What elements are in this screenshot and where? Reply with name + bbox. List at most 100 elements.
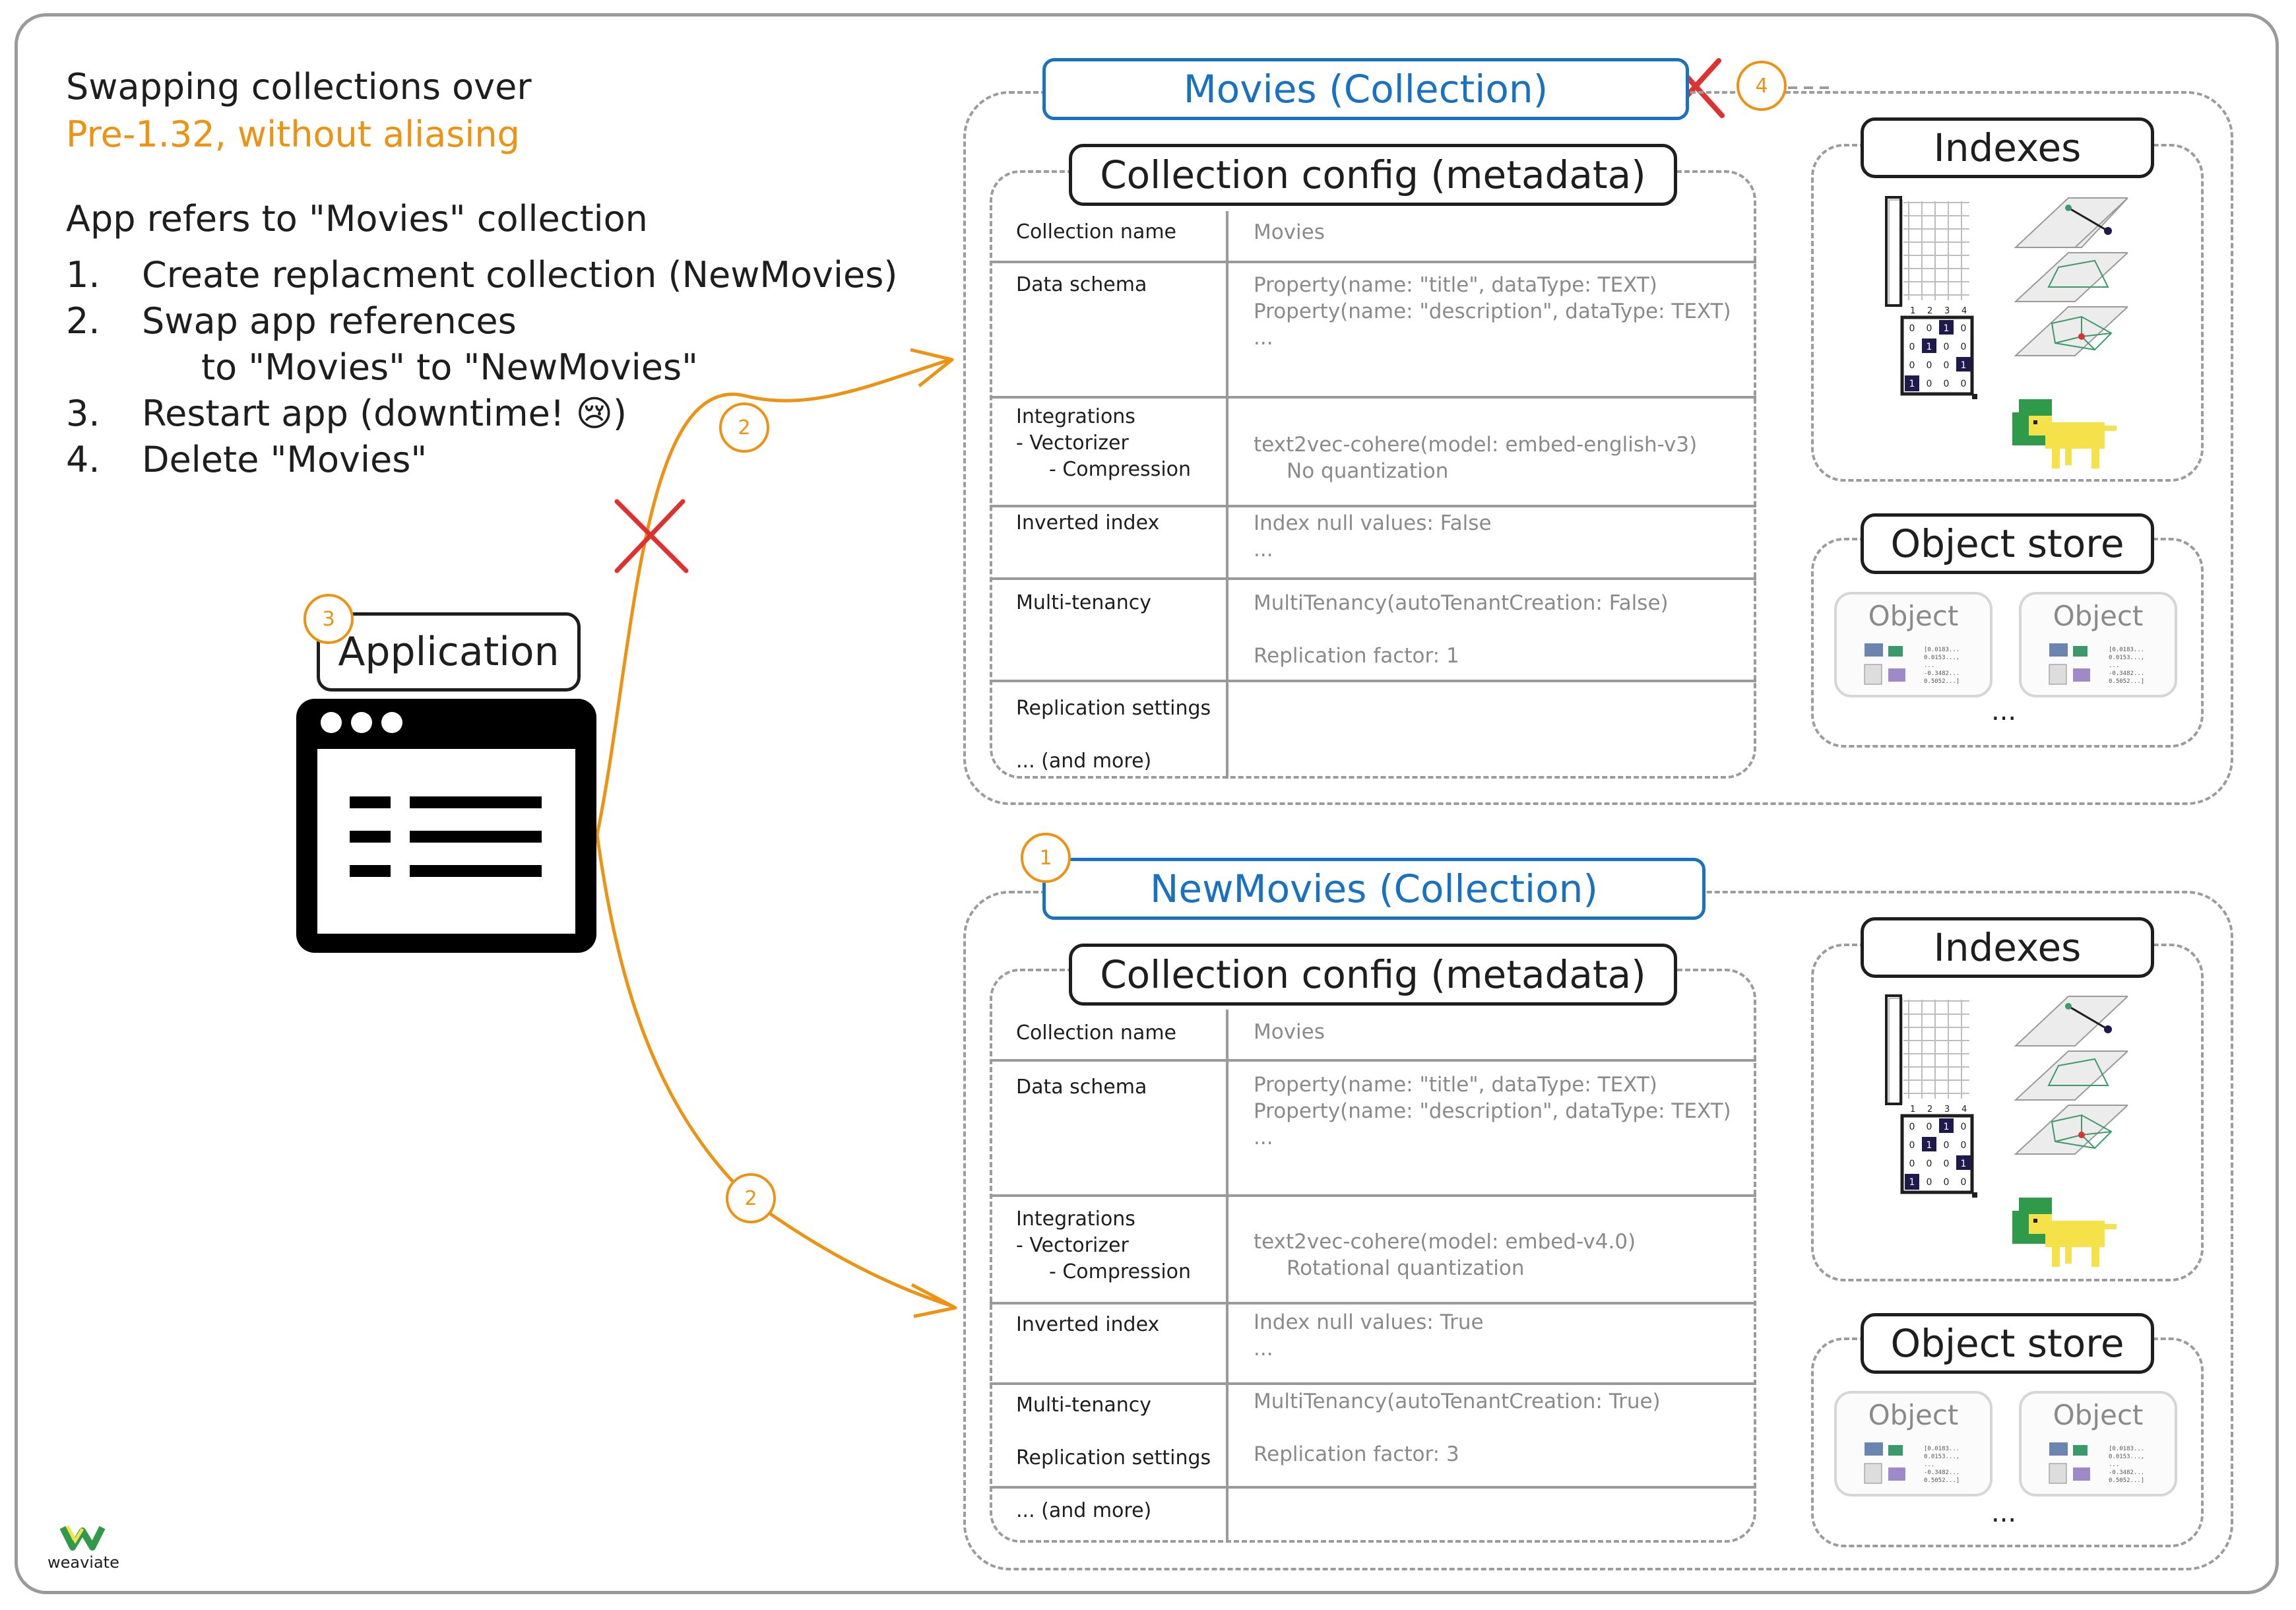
- object-title: Object: [1868, 1399, 1959, 1431]
- data-schema-value: Property(name: "title", dataType: TEXT) …: [1254, 1073, 1731, 1149]
- step-1-text: Create replacment collection (NewMovies): [142, 254, 898, 296]
- object-content-icon: [0.0183...0.0153...,...-0.3482...0.5052.…: [1864, 1442, 1960, 1484]
- collection-name-label: Collection name: [1016, 1021, 1177, 1045]
- matrix-header-1: 1: [1910, 306, 1915, 316]
- svg-text:0: 0: [1961, 342, 1967, 352]
- svg-text:0.0153...,: 0.0153...,: [1924, 1454, 1960, 1460]
- vectorizer-label: - Vectorizer: [1016, 1234, 1129, 1257]
- compression-value: No quantization: [1287, 459, 1449, 483]
- svg-text:-0.3482...: -0.3482...: [2109, 1469, 2144, 1476]
- vectorizer-value: text2vec-cohere(model: embed-v4.0): [1254, 1230, 1636, 1254]
- object-title: Object: [2053, 600, 2144, 632]
- svg-text:1: 1: [1961, 360, 1967, 371]
- newmovies-object-store-title: Object store: [1861, 1313, 2154, 1374]
- svg-text:0: 0: [1909, 342, 1915, 352]
- step-4-text: Delete "Movies": [142, 439, 428, 480]
- multi-tenancy-label: Multi-tenancy: [1016, 1394, 1152, 1417]
- svg-text:0: 0: [1927, 1177, 1932, 1188]
- movies-object-store-title: Object store: [1861, 513, 2154, 574]
- index-graphic-icon: 1 2 3 4 0 0 1 0 0 1 0 0 0 0 0 1 1 0 0 0: [1885, 994, 2130, 1198]
- lion-mascot-icon: [2012, 1198, 2117, 1267]
- collection-name-label: Collection name: [1016, 220, 1177, 243]
- svg-text:0: 0: [1961, 1140, 1967, 1151]
- intro-subtitle: Pre-1.32, without aliasing: [66, 113, 520, 155]
- inverted-index-value: Index null values: True ...: [1254, 1310, 1484, 1361]
- svg-text:0.5052...]: 0.5052...]: [1924, 1477, 1960, 1484]
- svg-text:0: 0: [1961, 379, 1967, 389]
- svg-text:...: ...: [2109, 662, 2119, 669]
- diagram-frame: [15, 13, 2279, 1594]
- svg-text:0: 0: [1927, 379, 1932, 389]
- svg-text:3: 3: [1944, 1105, 1950, 1114]
- more-objects-ellipsis: ...: [1991, 1498, 2017, 1528]
- data-schema-label: Data schema: [1016, 273, 1147, 296]
- svg-text:0.5052...]: 0.5052...]: [1924, 678, 1960, 685]
- svg-text:0.5052...]: 0.5052...]: [2109, 1477, 2144, 1484]
- matrix-header-3: 3: [1944, 306, 1950, 316]
- svg-text:-0.3482...: -0.3482...: [2109, 670, 2144, 677]
- vectorizer-label: - Vectorizer: [1016, 432, 1129, 455]
- and-more-label: ... (and more): [1016, 1499, 1152, 1522]
- newmovies-config-title: Collection config (metadata): [1069, 944, 1677, 1006]
- step-2-text-cont: to "Movies" to "NewMovies": [201, 346, 698, 388]
- svg-text:...: ...: [2109, 1462, 2119, 1468]
- badge-1: 1: [1021, 833, 1071, 883]
- step-3-number: 3.: [66, 393, 100, 434]
- svg-text:0: 0: [1909, 323, 1915, 334]
- application-window-icon: [296, 699, 596, 953]
- more-objects-ellipsis: ...: [1991, 696, 2017, 726]
- newmovies-collection-title: NewMovies (Collection): [1042, 858, 1706, 920]
- badge-2-bottom: 2: [726, 1173, 776, 1223]
- object-card: Object [0.0183...0.0153...,...-0.3482...…: [2019, 1391, 2177, 1497]
- arrow-head-bottom: [910, 1283, 957, 1318]
- svg-text:1: 1: [1910, 1105, 1915, 1114]
- svg-text:0: 0: [1909, 1159, 1915, 1169]
- matrix-cells: [1905, 320, 1971, 391]
- svg-text:0: 0: [1944, 1159, 1950, 1169]
- replication-settings-label: Replication settings: [1016, 1446, 1211, 1469]
- svg-text:0: 0: [1961, 323, 1967, 334]
- object-title: Object: [1868, 600, 1959, 632]
- svg-text:-0.3482...: -0.3482...: [1924, 670, 1960, 677]
- multi-tenancy-label: Multi-tenancy: [1016, 591, 1152, 614]
- lion-mascot-icon: [2012, 399, 2117, 468]
- svg-text:0.0153...,: 0.0153...,: [2109, 655, 2144, 661]
- object-content-icon: [0.0183...0.0153...,...-0.3482...0.5052.…: [2049, 1442, 2144, 1484]
- svg-text:...: ...: [1924, 662, 1934, 669]
- step-4-number: 4.: [66, 439, 100, 480]
- svg-text:[0.0183...: [0.0183...: [1924, 647, 1960, 653]
- svg-text:4: 4: [1961, 1105, 1967, 1114]
- inverted-index-value: Index null values: False ...: [1254, 511, 1492, 562]
- svg-text:0: 0: [1944, 342, 1950, 352]
- arrow-to-newmovies: [595, 834, 954, 1308]
- replication-factor-value: Replication factor: 1: [1254, 644, 1459, 668]
- object-card: Object [0.0183...0.0153...,...-0.3482...…: [1834, 592, 1993, 697]
- svg-text:0: 0: [1944, 379, 1950, 389]
- object-title: Object: [2053, 1399, 2144, 1431]
- data-schema-label: Data schema: [1016, 1076, 1147, 1099]
- svg-text:1: 1: [1944, 1122, 1950, 1132]
- vectorizer-value: text2vec-cohere(model: embed-english-v3): [1254, 433, 1698, 457]
- svg-text:0: 0: [1944, 1177, 1950, 1188]
- svg-text:0.5052...]: 0.5052...]: [2109, 678, 2144, 685]
- matrix-header-4: 4: [1961, 306, 1967, 316]
- and-more-label: ... (and more): [1016, 750, 1152, 773]
- svg-text:0: 0: [1961, 1122, 1967, 1132]
- svg-text:0: 0: [1927, 1159, 1932, 1169]
- svg-text:0: 0: [1909, 360, 1915, 371]
- matrix-header-2: 2: [1927, 306, 1932, 316]
- object-content-icon: [0.0183...0.0153...,...-0.3482...0.5052.…: [2049, 643, 2144, 685]
- svg-text:1: 1: [1944, 323, 1950, 334]
- collection-name-value: Movies: [1254, 220, 1325, 244]
- badge-3: 3: [303, 594, 354, 644]
- svg-text:0: 0: [1944, 1140, 1950, 1151]
- newmovies-index-illustration: 1 2 3 4 0 0 1 0 0 1 0 0 0 0 0 1 1 0 0 0: [1884, 993, 2130, 1273]
- collection-name-value: Movies: [1254, 1020, 1325, 1044]
- cross-icon: [614, 499, 689, 573]
- integrations-label: Integrations: [1016, 405, 1135, 428]
- object-card: Object [0.0183...0.0153...,...-0.3482...…: [1834, 1391, 1993, 1497]
- movies-collection-title: Movies (Collection): [1042, 58, 1689, 120]
- replication-settings-label: Replication settings: [1016, 697, 1211, 720]
- svg-text:0: 0: [1909, 1140, 1915, 1151]
